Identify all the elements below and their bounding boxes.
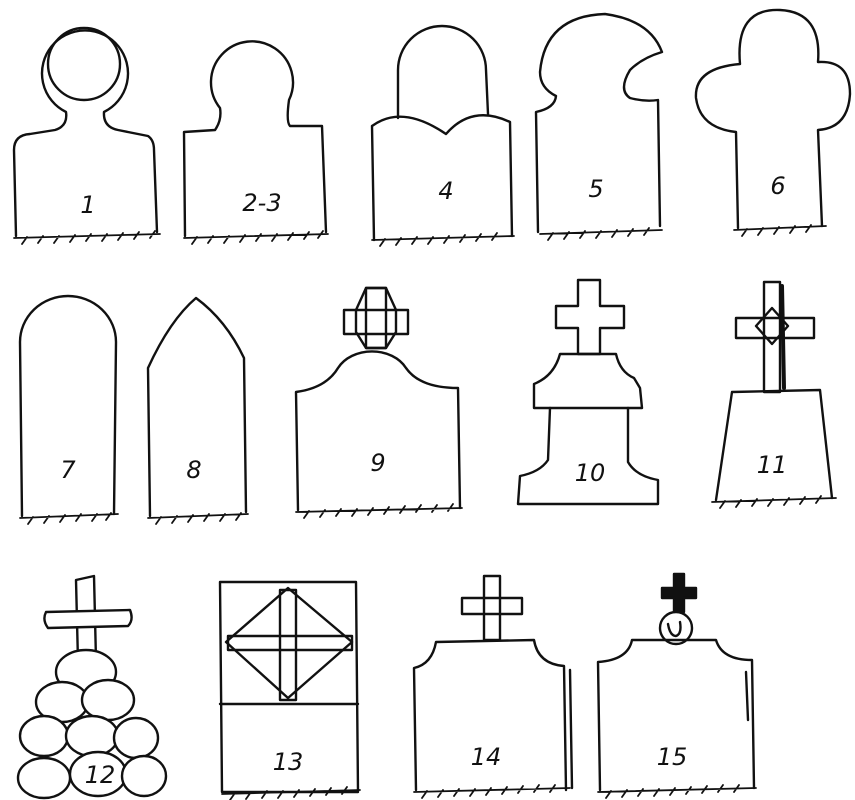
shape-number-label: 8: [186, 456, 201, 484]
gravestone-shape-7: 7: [20, 296, 118, 524]
gravestone-shape-10: 10: [518, 280, 658, 504]
gravestone-shape-9: 9: [296, 288, 462, 518]
shape-number-label: 11: [757, 451, 788, 479]
shape-number-label: 6: [770, 172, 785, 200]
shape-number-label: 14: [471, 743, 502, 771]
gravestone-shape-2-3: 2-3: [184, 41, 328, 244]
gravestone-shape-4: 4: [372, 26, 514, 246]
shape-number-label: 2-3: [242, 189, 281, 217]
shape-number-label: 5: [588, 175, 603, 203]
gravestone-shape-1: 1: [14, 28, 160, 244]
gravestone-shape-14: 14: [414, 576, 572, 798]
gravestone-shape-13: 13: [220, 582, 360, 800]
gravestone-shape-11: 11: [712, 282, 836, 508]
gravestone-shape-8: 8: [148, 298, 248, 524]
gravestone-shape-5: 5: [536, 14, 662, 240]
gravestone-shape-6: 6: [696, 10, 850, 236]
shape-number-label: 13: [273, 748, 304, 776]
shape-number-label: 10: [575, 459, 606, 487]
shape-number-label: 9: [370, 449, 385, 477]
shape-number-label: 4: [438, 177, 453, 205]
gravestone-shape-12: 12: [18, 576, 166, 798]
shape-number-label: 12: [85, 761, 116, 789]
shape-number-label: 7: [60, 456, 76, 484]
shape-number-label: 1: [80, 191, 95, 219]
gravestone-shape-15: 15: [598, 574, 756, 798]
shape-number-label: 15: [657, 743, 688, 771]
